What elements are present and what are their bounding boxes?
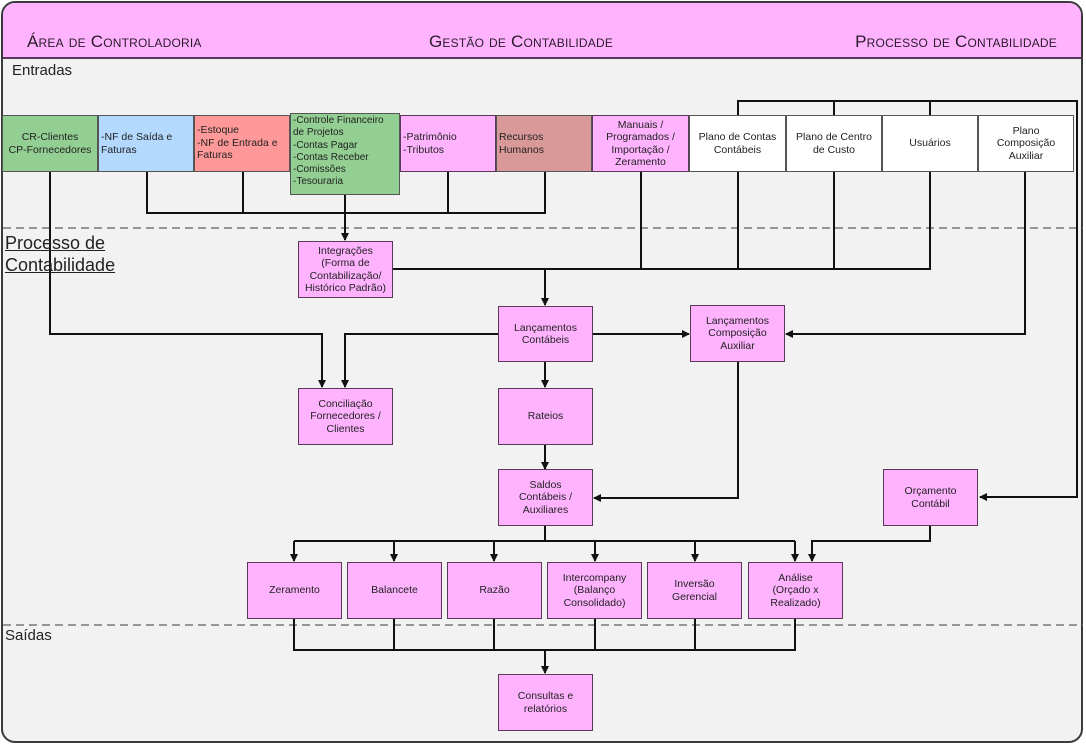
output-consultas[interactable]: Consultas e relatórios [498, 674, 593, 731]
header-processo-contabilidade: Processo de Contabilidade [855, 32, 1057, 51]
input-usuarios-label: Usuários [909, 137, 951, 150]
lane-label-entradas: Entradas [12, 62, 73, 79]
input-controle-financeiro-label: -Controle Financeiro de Projetos -Contas… [293, 115, 384, 188]
connector-lanc-conciliacao [341, 333, 498, 388]
lane-label-processo-text: Processo de Contabilidade [5, 233, 116, 275]
report-intercompany[interactable]: Intercompany (Balanço Consolidado) [547, 562, 642, 619]
report-intercompany-label: Intercompany (Balanço Consolidado) [562, 571, 627, 609]
report-razao[interactable]: Razão [447, 562, 542, 619]
process-rateios[interactable]: Rateios [498, 388, 593, 445]
report-analise[interactable]: Análise (Orçado x Realizado) [748, 562, 843, 619]
process-saldos-label: Saldos Contábeis / Auxiliares [518, 478, 573, 516]
process-rateios-label: Rateios [527, 410, 564, 423]
input-plano-contas-label: Plano de Contas Contábeis [698, 131, 777, 156]
input-plano-composicao[interactable]: Plano Composição Auxiliar [978, 115, 1074, 172]
input-nf-saida[interactable]: -NF de Saída e Faturas [98, 115, 194, 172]
process-saldos[interactable]: Saldos Contábeis / Auxiliares [498, 469, 593, 526]
input-plano-composicao-label: Plano Composição Auxiliar [996, 124, 1056, 162]
connector-config-bus [392, 172, 931, 270]
input-cr-cp[interactable]: CR-Clientes CP-Fornecedores [2, 115, 98, 172]
input-plano-centro-custo[interactable]: Plano de Centro de Custo [786, 115, 882, 172]
input-patrimonio[interactable]: -Patrimônio -Tributos [400, 115, 496, 172]
input-manuais-label: Manuais / Programados / Importação / Zer… [606, 118, 675, 169]
process-lancamentos-contabeis[interactable]: Lançamentos Contábeis [498, 306, 593, 362]
input-controle-financeiro[interactable]: -Controle Financeiro de Projetos -Contas… [290, 113, 400, 195]
process-integracoes[interactable]: Integrações (Forma de Contabilização/ Hi… [298, 241, 393, 298]
input-manuais[interactable]: Manuais / Programados / Importação / Zer… [592, 115, 689, 172]
lane-label-saidas: Saídas [5, 627, 52, 644]
input-usuarios[interactable]: Usuários [882, 115, 978, 172]
report-zeramento-label: Zeramento [269, 584, 320, 597]
input-estoque[interactable]: -Estoque -NF de Entrada e Faturas [194, 115, 290, 172]
process-lancamentos-composicao[interactable]: Lançamentos Composição Auxiliar [690, 305, 785, 362]
report-razao-label: Razão [479, 584, 510, 597]
input-plano-centro-custo-label: Plano de Centro de Custo [796, 131, 872, 156]
connector-outputs-bus [293, 619, 796, 651]
report-analise-label: Análise (Orçado x Realizado) [770, 571, 821, 609]
header-area-controladoria: Área de Controladoria [27, 32, 202, 51]
process-lancamentos-composicao-label: Lançamentos Composição Auxiliar [705, 314, 770, 352]
input-patrimonio-label: -Patrimônio -Tributos [403, 131, 457, 156]
process-orcamento[interactable]: Orçamento Contábil [883, 469, 978, 526]
connector-orcamento-analise [808, 526, 931, 562]
report-inversao-label: Inversão Gerencial [672, 578, 717, 603]
header-band: Área de Controladoria Gestão de Contabil… [3, 3, 1081, 59]
connector-crcp-conciliacao [49, 172, 326, 388]
input-plano-contas[interactable]: Plano de Contas Contábeis [689, 115, 786, 172]
input-nf-saida-label: -NF de Saída e Faturas [101, 131, 173, 156]
report-balancete[interactable]: Balancete [347, 562, 442, 619]
input-estoque-label: -Estoque -NF de Entrada e Faturas [197, 124, 278, 161]
report-inversao[interactable]: Inversão Gerencial [647, 562, 742, 619]
process-lancamentos-contabeis-label: Lançamentos Contábeis [513, 321, 578, 347]
connector-plano-comp [785, 172, 1026, 338]
header-gestao-contabilidade: Gestão de Contabilidade [429, 32, 614, 51]
process-conciliacao-label: Conciliação Fornecedores / Clientes [310, 397, 381, 435]
input-recursos-humanos[interactable]: Recursos Humanos [496, 115, 592, 172]
report-balancete-label: Balancete [371, 584, 418, 597]
report-zeramento[interactable]: Zeramento [247, 562, 342, 619]
output-consultas-label: Consultas e relatórios [517, 690, 574, 715]
process-conciliacao[interactable]: Conciliação Fornecedores / Clientes [298, 388, 393, 445]
process-integracoes-label: Integrações (Forma de Contabilização/ Hi… [304, 244, 387, 295]
connector-comp-saldos [593, 362, 739, 502]
input-cr-cp-label: CR-Clientes CP-Fornecedores [8, 131, 92, 156]
process-orcamento-label: Orçamento Contábil [904, 485, 957, 510]
input-recursos-humanos-label: Recursos Humanos [499, 131, 544, 156]
connector-top-bus [737, 100, 1078, 501]
lane-label-processo: Processo de Contabilidade [5, 232, 115, 276]
